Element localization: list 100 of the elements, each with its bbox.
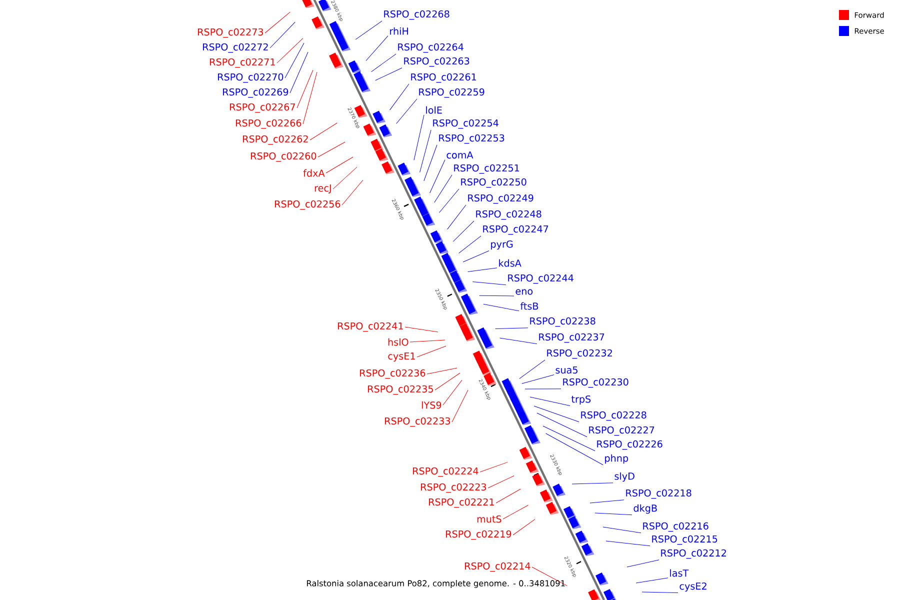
gene-label: RSPO_c02212 (661, 549, 726, 559)
gene-label: RSPO_c02271 (210, 58, 275, 68)
leader-line (458, 236, 482, 254)
gene-label: RSPO_c02230 (563, 378, 628, 388)
gene-label: RSPO_c02249 (468, 194, 534, 204)
gene-label: eno (516, 289, 533, 295)
leader-line (606, 540, 650, 546)
gene-label: RSPO_c02227 (589, 426, 654, 436)
leader-line (276, 38, 304, 64)
gene-label: RSPO_c02268 (384, 10, 450, 20)
gene-label: RSPO_c02248 (476, 210, 542, 220)
gene-label: fdxA (303, 169, 325, 177)
leader-line (468, 268, 498, 272)
leader-line (284, 42, 304, 78)
leader-line (390, 84, 410, 110)
leader-line (371, 54, 396, 72)
leader-line (472, 282, 506, 286)
leader-line (496, 488, 521, 504)
gene-label: lasT (670, 569, 689, 577)
gene-label: RSPO_c02259 (419, 88, 484, 98)
gene-label: kdsA (499, 259, 522, 267)
leader-line (342, 180, 364, 206)
gene-label: RSPO_c02223 (421, 483, 486, 493)
gene-label: RSPO_c02216 (643, 522, 708, 532)
gene-label: RSPO_c02253 (439, 134, 504, 144)
gene-label: RSPO_c02221 (429, 498, 494, 508)
leader-line (480, 462, 508, 472)
leader-line (264, 12, 290, 34)
gene-label: RSPO_c02251 (454, 164, 520, 174)
leader-line (410, 340, 446, 342)
leader-line (495, 328, 528, 329)
leader-line (302, 72, 318, 124)
leader-line (332, 166, 358, 190)
leader-line (524, 388, 562, 390)
gene-label: RSPO_c02224 (413, 467, 478, 477)
gene-label: RSPO_c02261 (411, 73, 476, 83)
gene-label: RSPO_c02250 (461, 178, 526, 188)
leader-line (602, 526, 642, 534)
gene-label: RSPO_c02226 (597, 440, 662, 450)
gene-label: slyD (614, 472, 634, 482)
leader-line (572, 482, 614, 484)
leader-line (642, 592, 678, 594)
gene-label: rhiH (390, 27, 408, 35)
leader-line (594, 512, 632, 516)
leader-line (462, 250, 490, 262)
gene-label: cysE1 (388, 352, 415, 362)
gene-label: RSPO_c02233 (385, 417, 450, 427)
gene-label: RSPO_c02272 (203, 43, 268, 53)
leader-line (326, 156, 354, 174)
leader-line (530, 396, 570, 406)
leader-line (310, 122, 338, 140)
leader-line (318, 142, 346, 158)
gene-label: hslO (388, 338, 408, 346)
leader-line (366, 36, 388, 61)
leader-line (420, 130, 432, 173)
leader-line (512, 518, 536, 536)
gene-label: RSPO_c02256 (275, 200, 340, 210)
leader-line (270, 22, 296, 48)
gene-label: RSPO_c02235 (368, 385, 433, 395)
leader-line (434, 174, 452, 203)
gene-label: RSPO_c02237 (539, 333, 604, 343)
gene-label: RSPO_c02214 (465, 562, 530, 572)
gene-label: RSPO_c02263 (404, 57, 470, 67)
gene-label: RSPO_c02236 (360, 369, 426, 379)
leader-line (590, 500, 624, 504)
gene-label: RSPO_c02269 (223, 88, 288, 98)
leader-line (483, 304, 520, 312)
gene-label: mutS (477, 515, 502, 523)
gene-label: RSPO_c02270 (218, 73, 284, 83)
leader-line (396, 98, 418, 124)
gene-label: RSPO_c02266 (236, 119, 302, 129)
leader-line (536, 412, 588, 438)
gene-label: RSPO_c02232 (547, 349, 612, 359)
leader-line (519, 360, 546, 379)
leader-line (290, 52, 308, 94)
leader-line (375, 68, 402, 81)
leader-line (534, 406, 580, 422)
leader-line (502, 504, 528, 520)
gene-label: lYS9 (422, 401, 442, 409)
leader-line (452, 220, 474, 242)
gene-label: RSPO_c02218 (626, 489, 692, 499)
gene-label: RSPO_c02262 (243, 135, 308, 145)
leader-line (434, 372, 460, 390)
leader-line (404, 326, 438, 332)
leader-line (414, 114, 424, 160)
gene-label: RSPO_c02238 (530, 317, 596, 327)
gene-label: RSPO_c02215 (652, 535, 718, 545)
leader-line (546, 433, 604, 466)
gene-label: RSPO_c02254 (433, 119, 498, 129)
gene-label: cysE2 (680, 582, 706, 592)
gene-label: RSPO_c02264 (398, 43, 464, 53)
gene-label: lolE (426, 106, 442, 114)
leader-line (636, 578, 668, 584)
leader-line (500, 338, 538, 344)
leader-line (296, 70, 314, 108)
gene-label: RSPO_c02219 (446, 530, 512, 540)
gene-label: phnp (605, 454, 628, 464)
leader-line (542, 426, 596, 452)
gene-label: RSPO_c02241 (338, 322, 403, 332)
leader-line (442, 380, 462, 406)
